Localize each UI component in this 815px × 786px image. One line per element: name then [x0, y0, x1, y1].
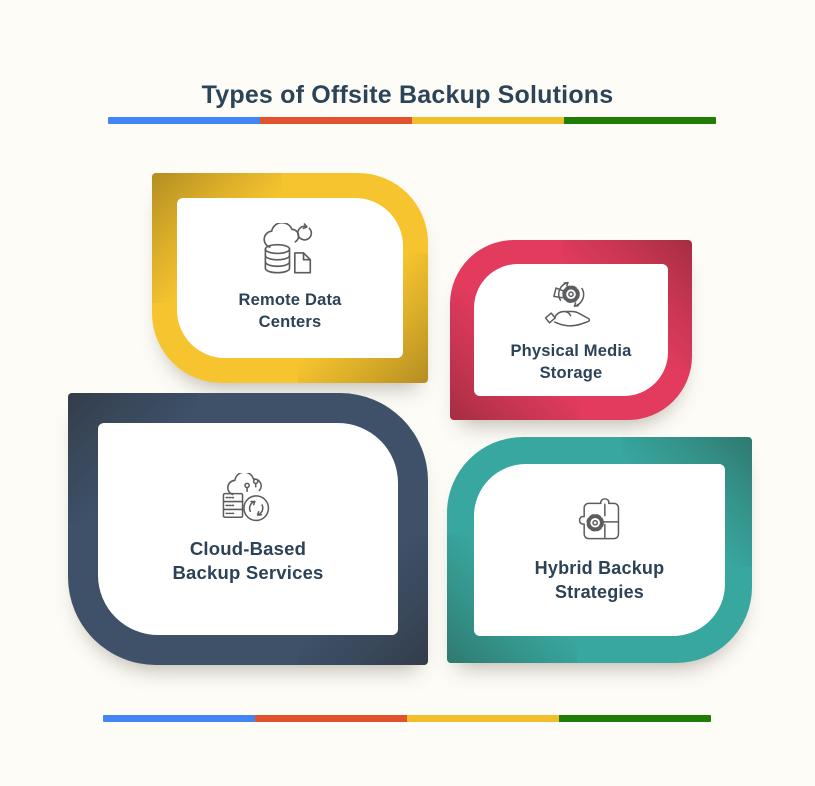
- card-remote-data-centers: Remote Data Centers: [152, 173, 428, 383]
- card-hybrid-backup-strategies: Hybrid Backup Strategies: [447, 437, 752, 663]
- divider-segment: [103, 715, 255, 722]
- card-cloud-based-backup-services: Cloud-Based Backup Services: [68, 393, 428, 665]
- divider-segment: [559, 715, 711, 722]
- server-cloud-sync-icon: [218, 471, 278, 527]
- cloud-database-document-sync-icon: [258, 221, 322, 279]
- divider-segment: [407, 715, 559, 722]
- card-physical-media-storage: Physical Media Storage: [450, 240, 692, 420]
- card-label-line2: Backup Services: [172, 562, 324, 583]
- card-label: Cloud-Based Backup Services: [172, 537, 323, 586]
- card-label: Remote Data Centers: [238, 289, 341, 334]
- card-label-line1: Hybrid Backup: [534, 558, 665, 579]
- divider-segment: [108, 117, 260, 124]
- card-label-line2: Centers: [258, 313, 322, 331]
- divider-segment: [564, 117, 716, 124]
- card-label-line1: Physical Media: [510, 341, 632, 360]
- card-label-line2: Strategies: [554, 582, 645, 602]
- divider-segment: [255, 715, 407, 722]
- card-label-line1: Cloud-Based: [189, 537, 307, 559]
- card-label: Physical Media Storage: [510, 340, 631, 385]
- card-body: Cloud-Based Backup Services: [98, 423, 398, 635]
- card-label-line1: Remote Data: [238, 290, 342, 309]
- page-title: Types of Offsite Backup Solutions: [201, 80, 614, 109]
- card-label: Hybrid Backup Strategies: [535, 557, 665, 605]
- card-label-line2: Storage: [539, 364, 603, 382]
- puzzle-gear-icon: [571, 495, 629, 547]
- divider-segment: [412, 117, 564, 124]
- card-body: Hybrid Backup Strategies: [474, 464, 725, 636]
- top-divider-bar: [108, 117, 716, 124]
- card-body: Remote Data Centers: [177, 198, 403, 358]
- divider-segment: [260, 117, 412, 124]
- card-body: Physical Media Storage: [474, 264, 668, 396]
- bottom-divider-bar: [103, 715, 711, 722]
- hand-gear-sync-icon: [542, 276, 600, 330]
